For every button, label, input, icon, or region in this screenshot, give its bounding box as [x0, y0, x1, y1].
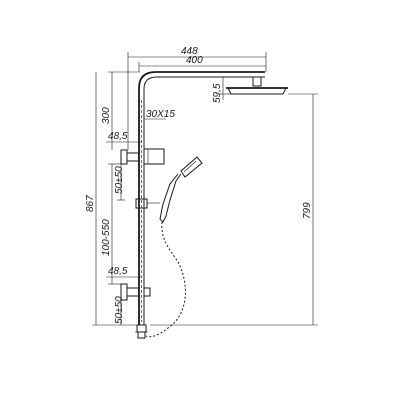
dim-head-height: 799	[302, 202, 313, 219]
dim-lower-offset: 48,5	[108, 266, 128, 277]
dim-upper-height: 300	[101, 107, 112, 124]
dim-bar-section: 30X15	[146, 109, 175, 120]
rain-shower-head	[226, 76, 288, 95]
dimension-lines	[92, 52, 318, 326]
lower-bracket	[120, 283, 151, 339]
dim-overall-width: 448	[181, 46, 198, 57]
hand-shower	[159, 156, 203, 223]
dim-upper-offset: 48,5	[108, 131, 128, 142]
dim-lower-adjust: 50±50	[114, 296, 125, 324]
slider-holder	[135, 198, 160, 209]
upper-bracket	[120, 148, 165, 165]
dim-head-drop: 59,5	[212, 83, 223, 103]
shower-hose	[145, 221, 186, 338]
dim-upper-adjust: 50±50	[114, 166, 125, 194]
dim-total-height: 867	[85, 195, 96, 212]
dim-holder-range: 100-550	[101, 219, 112, 256]
dim-arm-length: 400	[186, 55, 203, 66]
riser-pipe	[138, 71, 265, 325]
